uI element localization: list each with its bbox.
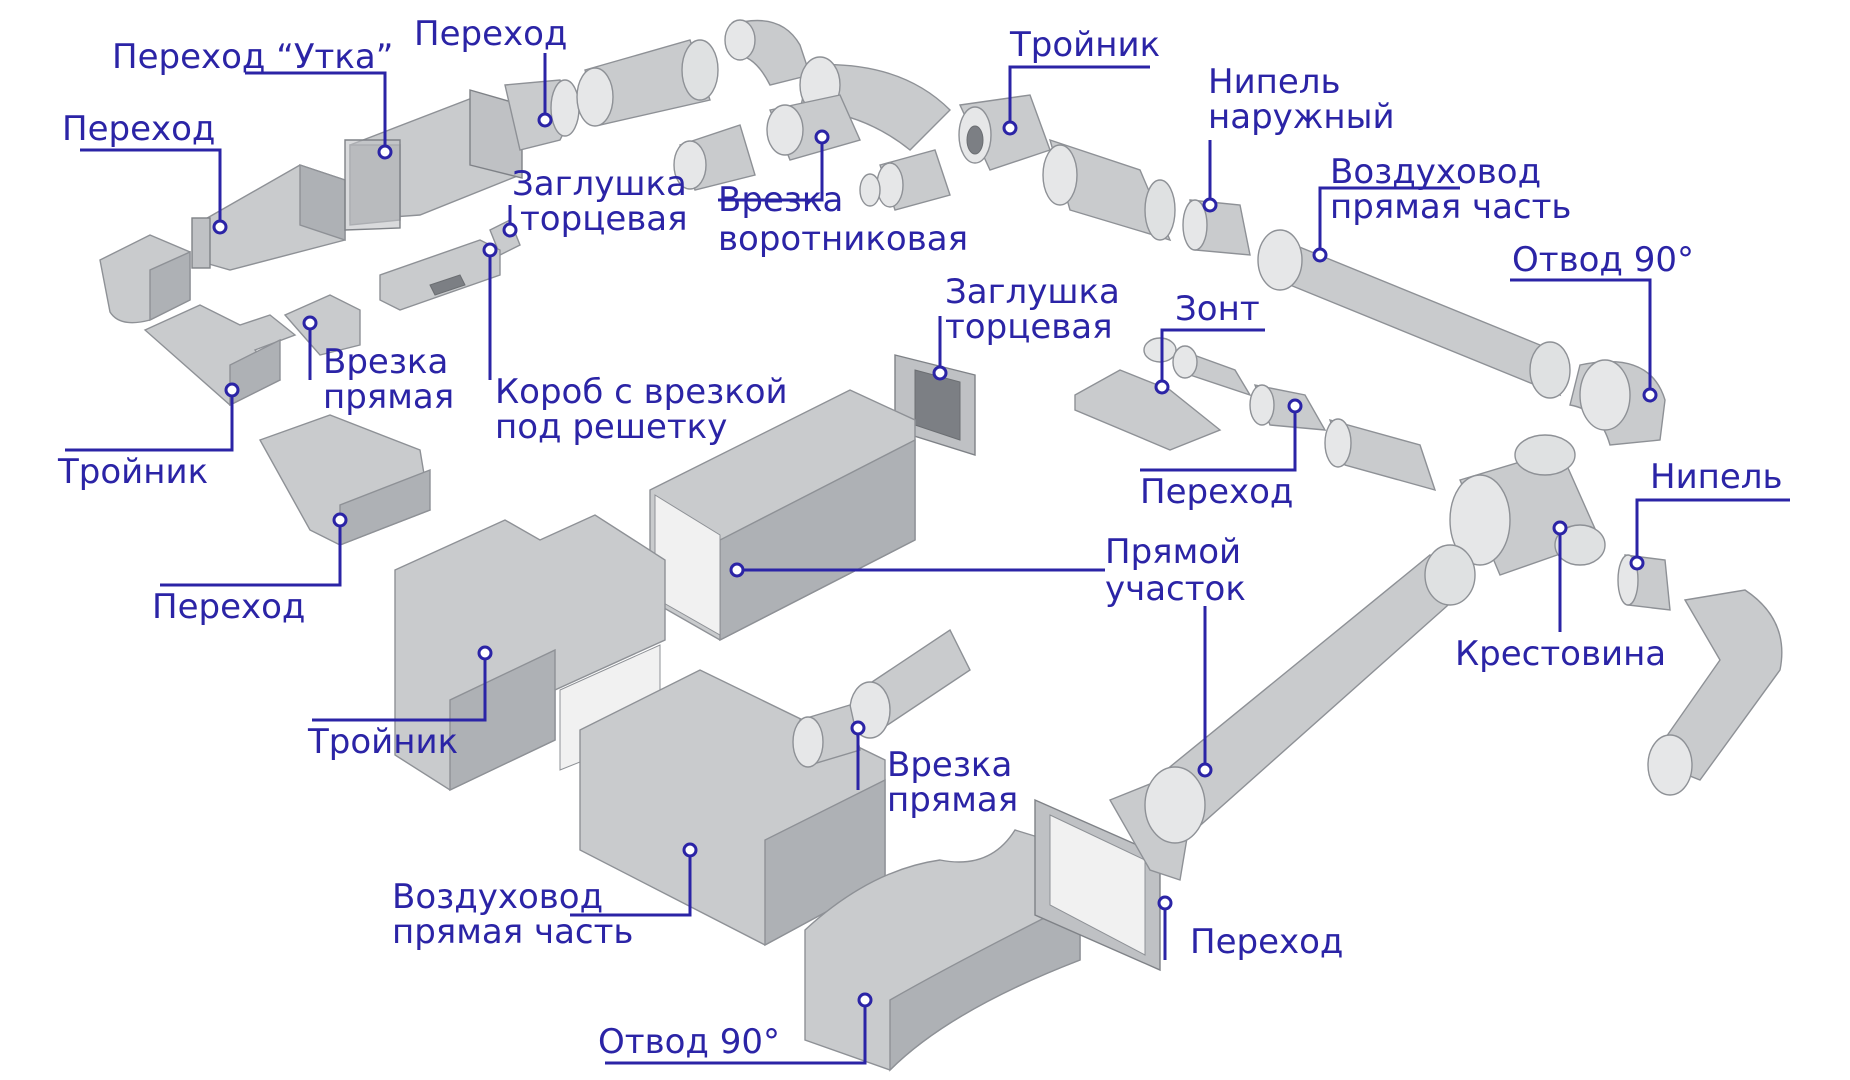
rect-to-round-transition [1034, 779, 1191, 972]
rect-transition-topleft [191, 164, 346, 271]
label-troynik-top: Тройник [1010, 25, 1161, 65]
rect-elbow-bottom [804, 829, 1081, 1072]
label-nipel-right: Нипель [1650, 457, 1783, 497]
label-vrezka-left-1: Врезка [323, 342, 449, 382]
label-vrezka-bottom-2: прямая [887, 780, 1019, 820]
label-korob-2: под решетку [495, 407, 728, 447]
round-elbow-top [724, 19, 811, 86]
label-zaglushka-mid-1: Заглушка [945, 272, 1120, 312]
label-zaglushka-mid-2: торцевая [945, 307, 1113, 347]
label-vrezka-vorotnik-2: воротниковая [718, 219, 969, 259]
rect-elbow-topleft [99, 234, 191, 324]
round-pipe-long-bottom [1144, 544, 1476, 844]
label-pryamoy-1: Прямой [1105, 532, 1242, 572]
label-perehod-mid: Переход [1140, 472, 1294, 512]
label-korob-1: Короб с врезкой [495, 372, 788, 412]
label-vozduhovod-top-1: Воздуховод [1330, 152, 1542, 192]
round-pipe-mid1 [1172, 345, 1252, 397]
label-krestovina: Крестовина [1455, 634, 1667, 674]
label-zaglushka-top-1: Заглушка [512, 164, 687, 204]
label-otvod-right: Отвод 90° [1512, 240, 1694, 280]
round-cross [1449, 434, 1606, 576]
round-elbow-bottom-right [1647, 589, 1783, 796]
label-otvod-bottom: Отвод 90° [598, 1022, 780, 1062]
rect-tee-left [143, 304, 297, 407]
round-pipe-mid2 [1324, 418, 1437, 492]
label-nipel-naruzhny-1: Нипель [1208, 62, 1341, 102]
label-perehod-top: Переход [414, 14, 568, 54]
rect-transition-midleft [258, 414, 431, 547]
label-vrezka-vorotnik-1: Врезка [718, 180, 844, 220]
round-pipe-long-top [1042, 138, 1176, 242]
round-pipe-center1 [849, 628, 971, 739]
duck-offset [344, 89, 523, 231]
collar-tap [766, 94, 861, 161]
round-transition-mid [1249, 384, 1327, 431]
label-perehod-bottom: Переход [1190, 922, 1344, 962]
label-zont: Зонт [1175, 289, 1260, 329]
direct-tap-small [283, 294, 361, 356]
round-elbow-right [1569, 359, 1666, 446]
label-nipel-naruzhny-2: наружный [1208, 97, 1395, 137]
label-vozduhovod-bottom-2: прямая часть [392, 912, 634, 952]
label-perehod-left-low: Переход [152, 587, 306, 627]
round-pipe-small2 [859, 149, 951, 211]
label-vozduhovod-top-2: прямая часть [1330, 187, 1572, 227]
label-perehod-utka: Переход “Утка” [112, 37, 394, 77]
label-pryamoy-2: участок [1105, 569, 1246, 609]
grille-box [379, 239, 501, 311]
straight-section-center [649, 389, 916, 642]
label-perehod-left: Переход [62, 109, 216, 149]
label-troynik-left: Тройник [58, 452, 209, 492]
round-pipe-small1 [673, 124, 756, 191]
round-pipe-long-right [1257, 229, 1571, 399]
label-vozduhovod-bottom-1: Воздуховод [392, 877, 604, 917]
label-zaglushka-top-2: торцевая [520, 199, 688, 239]
label-troynik-bottom: Тройник [308, 722, 459, 762]
label-vrezka-bottom-1: Врезка [887, 745, 1013, 785]
hood [1074, 337, 1222, 451]
round-pipe-top1 [576, 39, 719, 127]
round-direct-tap [792, 704, 861, 768]
round-nipple-outer [1182, 199, 1251, 256]
label-vrezka-left-2: прямая [323, 377, 455, 417]
leader-lines [65, 53, 1790, 1065]
